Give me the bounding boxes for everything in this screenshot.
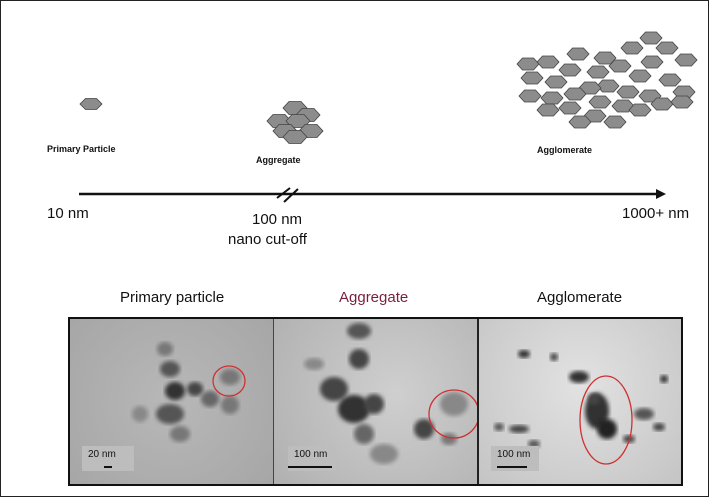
particle-blob bbox=[370, 444, 398, 464]
agglomerate-hexagon bbox=[558, 101, 582, 115]
agglomerate-hexagon bbox=[620, 41, 644, 55]
agglomerate-hexagon bbox=[563, 87, 587, 101]
agglomerate-hexagon bbox=[536, 55, 560, 69]
agglomerate-hexagon bbox=[603, 115, 627, 129]
agglomerate-hexagon bbox=[640, 55, 664, 69]
particle-blob bbox=[201, 391, 219, 407]
agglomerate-hexagon bbox=[670, 95, 694, 109]
particle-blob bbox=[597, 419, 617, 439]
particle-blob bbox=[550, 353, 558, 361]
aggregate-hexagon bbox=[282, 130, 308, 144]
particle-blob bbox=[132, 406, 148, 422]
particle-blob bbox=[569, 371, 589, 383]
scale-bar-aggregate: 100 nm bbox=[288, 446, 336, 471]
scale-bar-agglomerate: 100 nm bbox=[491, 446, 539, 471]
scale-bar-label: 100 nm bbox=[294, 449, 328, 460]
agglomerate-hexagon bbox=[616, 85, 640, 99]
particle-blob bbox=[304, 358, 324, 370]
particle-blob bbox=[634, 408, 654, 420]
heading-primary-particle: Primary particle bbox=[120, 289, 225, 306]
particle-blob bbox=[349, 349, 369, 369]
scale-bar-line bbox=[104, 466, 112, 468]
particle-blob bbox=[588, 393, 600, 405]
size-scale-diagram bbox=[79, 31, 698, 203]
particle-blob bbox=[187, 382, 203, 396]
scale-bar-label: 100 nm bbox=[497, 449, 531, 460]
primary-particle-hexagon bbox=[79, 98, 103, 110]
label-aggregate: Aggregate bbox=[256, 155, 301, 165]
axis-arrowhead bbox=[656, 189, 666, 199]
agglomerate-hexagon bbox=[655, 41, 679, 55]
agglomerate-hexagon bbox=[593, 51, 617, 65]
particle-blob bbox=[221, 396, 239, 414]
particle-blob bbox=[660, 375, 668, 383]
tem-micrograph-panel: 20 nm 100 nm 100 nm bbox=[68, 317, 683, 486]
particle-blob bbox=[338, 395, 370, 423]
particle-blob bbox=[494, 423, 504, 431]
scale-bar-line bbox=[497, 466, 527, 468]
label-primary-particle: Primary Particle bbox=[47, 144, 116, 154]
agglomerate-hexagon bbox=[639, 31, 663, 45]
heading-agglomerate: Agglomerate bbox=[537, 289, 623, 306]
particle-blob bbox=[414, 419, 434, 439]
agglomerate-hexagon bbox=[540, 91, 564, 105]
tem-image-primary: 20 nm bbox=[70, 319, 273, 484]
agglomerate-hexagon bbox=[566, 47, 590, 61]
particle-blob bbox=[653, 423, 665, 431]
particle-blob bbox=[165, 382, 185, 400]
particle-blob bbox=[320, 377, 348, 401]
agglomerate-hexagon bbox=[586, 65, 610, 79]
agglomerate-hexagon bbox=[628, 69, 652, 83]
agglomerate-hexagon bbox=[568, 115, 592, 129]
particle-blob bbox=[347, 323, 371, 339]
label-agglomerate: Agglomerate bbox=[537, 145, 593, 155]
agglomerate-hexagon bbox=[608, 59, 632, 73]
axis-label-end: 1000+ nm bbox=[622, 205, 690, 222]
axis-label-start: 10 nm bbox=[47, 205, 89, 222]
particle-blob bbox=[170, 426, 190, 442]
scale-bar-primary: 20 nm bbox=[82, 446, 134, 471]
agglomerate-hexagon bbox=[596, 79, 620, 93]
heading-aggregate: Aggregate bbox=[339, 289, 409, 306]
highlight-circle bbox=[428, 389, 478, 439]
agglomerate-hexagon bbox=[518, 89, 542, 103]
highlight-circle bbox=[579, 375, 633, 465]
agglomerate-hexagon bbox=[544, 75, 568, 89]
highlight-circle bbox=[212, 365, 246, 397]
scale-bar-label: 20 nm bbox=[88, 449, 116, 460]
particle-blob bbox=[157, 342, 173, 356]
particle-blob bbox=[156, 404, 184, 424]
particle-blob bbox=[518, 350, 530, 358]
axis-label-mid: 100 nm bbox=[252, 211, 303, 228]
particle-blob bbox=[509, 425, 529, 433]
particle-blob bbox=[364, 394, 384, 414]
axis-label-cutoff: nano cut-off bbox=[228, 231, 307, 248]
particle-blob bbox=[441, 433, 457, 445]
agglomerate-hexagon bbox=[558, 63, 582, 77]
tem-image-aggregate: 100 nm bbox=[273, 319, 478, 484]
particle-blob bbox=[440, 392, 468, 416]
agglomerate-hexagon bbox=[520, 71, 544, 85]
axis-break-icon bbox=[276, 187, 299, 203]
agglomerate-hexagon bbox=[658, 73, 682, 87]
tem-image-agglomerate: 100 nm bbox=[477, 319, 681, 484]
agglomerate-hexagon bbox=[628, 103, 652, 117]
particle-blob bbox=[220, 369, 240, 385]
agglomerate-hexagon bbox=[516, 57, 540, 71]
agglomerate-hexagon bbox=[674, 53, 698, 67]
agglomerate-hexagon bbox=[536, 103, 560, 117]
particle-blob bbox=[160, 361, 180, 377]
particle-blob bbox=[354, 424, 374, 444]
scale-bar-line bbox=[288, 466, 332, 468]
agglomerate-hexagon bbox=[588, 95, 612, 109]
